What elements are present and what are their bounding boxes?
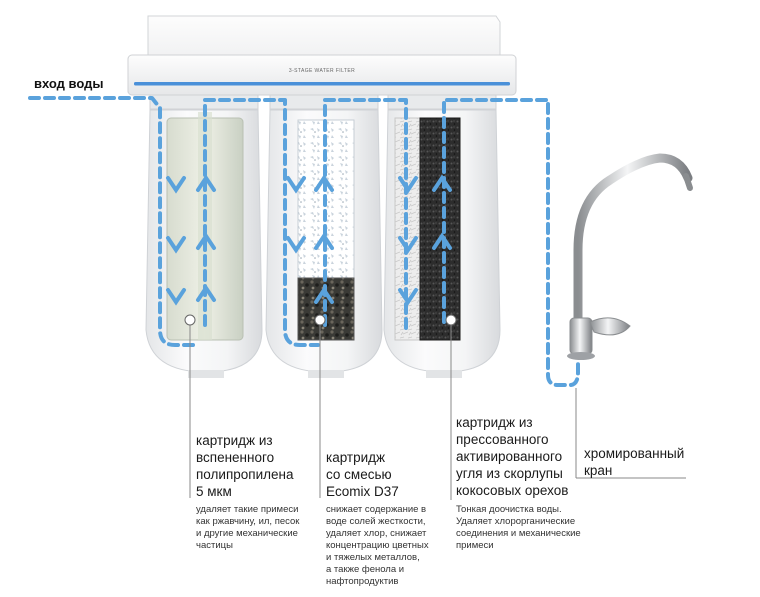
stage-2-desc-line: нафтопродуктив xyxy=(326,576,399,587)
stage-2-title-line: со смесью xyxy=(326,467,392,482)
stage-2-desc-line: снижает содержание в xyxy=(326,504,427,515)
accent-stripe xyxy=(134,82,510,86)
stage-1-desc-line: как ржавчину, ил, песок xyxy=(196,516,300,527)
stage-3-title-line: прессованного xyxy=(456,432,549,447)
stage-2-desc-line: воде солей жесткости, xyxy=(326,516,426,527)
stage-3-desc-line: соединения и механические xyxy=(456,528,581,539)
stage-3-title-line: картридж из xyxy=(456,415,533,430)
stage-1-description: удаляет такие примеси как ржавчину, ил, … xyxy=(196,504,299,552)
stage-2-title-line: Ecomix D37 xyxy=(326,484,399,499)
stage-1-title-line: вспененного xyxy=(196,450,275,465)
faucet-label: хромированный кран xyxy=(584,445,684,479)
callout-lines xyxy=(184,314,686,500)
stage-2-desc-line: а также фенола и xyxy=(326,564,405,575)
stage-2-title-line: картридж xyxy=(326,450,386,465)
water-flow-path xyxy=(28,96,580,387)
faucet-label-line: кран xyxy=(584,463,613,478)
stage-3-desc-line: примеси xyxy=(456,540,494,551)
inlet-label: вход воды xyxy=(34,76,104,91)
mounting-bracket: 3-STAGE WATER FILTER xyxy=(127,15,517,96)
stage-2-title: картридж со смесью Ecomix D37 xyxy=(326,449,399,500)
chrome-faucet xyxy=(567,153,693,360)
stage-1-title-line: картридж из xyxy=(196,433,273,448)
stage-3-title-line: кокосовых орехов xyxy=(456,483,569,498)
stage-2-description: снижает содержание в воде солей жесткост… xyxy=(326,504,429,588)
callout-dot-2 xyxy=(314,314,326,326)
stage-1-desc-line: частицы xyxy=(196,540,233,551)
stage-3-title: картридж из прессованного активированног… xyxy=(456,414,568,499)
stage-1-desc-line: и другие механические xyxy=(196,528,298,539)
stage-3-title-line: активированного xyxy=(456,449,563,464)
stage-1-desc-line: удаляет такие примеси xyxy=(196,504,299,515)
stage-2-desc-line: удаляет хлор, снижает xyxy=(326,528,427,539)
stage-2-desc-line: и тяжелых металлов, xyxy=(326,552,420,563)
faucet-lever xyxy=(589,317,631,336)
stage-1-title-line: полипропилена xyxy=(196,467,294,482)
stage-1-title: картридж из вспененного полипропилена 5 … xyxy=(196,432,293,500)
stage-2-desc-line: концентрацию цветных xyxy=(326,540,429,551)
stage-3-desc-line: Удаляет хлорорганические xyxy=(456,516,576,527)
stage-3-description: Тонкая доочистка воды. Удаляет хлорорган… xyxy=(456,504,581,552)
stage-3-desc-line: Тонкая доочистка воды. xyxy=(456,504,562,515)
callout-dot-1 xyxy=(184,314,196,326)
flow-arrows xyxy=(166,174,452,306)
carbon-block-cartridge xyxy=(419,117,461,341)
stage-1-title-line: 5 мкм xyxy=(196,484,232,499)
callout-dot-3 xyxy=(445,314,457,326)
stage-3-title-line: угля из скорлупы xyxy=(456,466,563,481)
faucet-label-line: хромированный xyxy=(584,446,685,461)
housing-brand-text: 3-STAGE WATER FILTER xyxy=(289,68,355,74)
